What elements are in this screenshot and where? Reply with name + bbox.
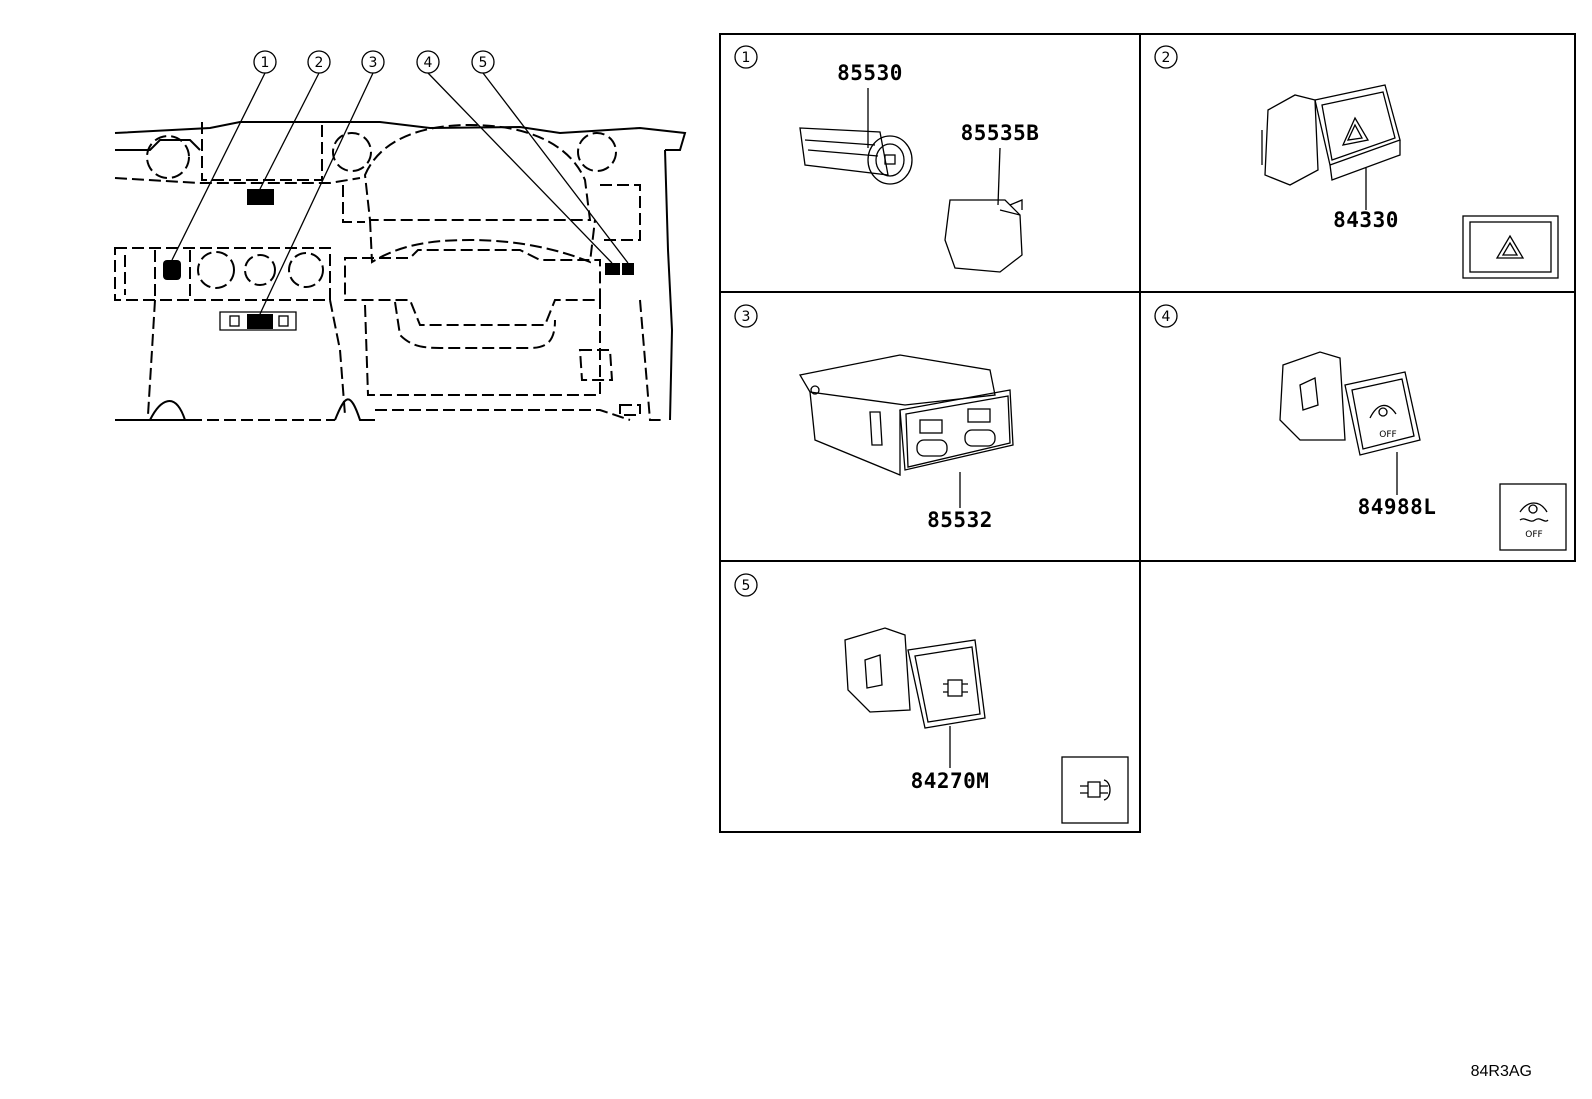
panel-1: 1 85530 85535B [734, 45, 1040, 273]
callout-5: 5 [471, 50, 495, 74]
hazard-switch-part [1261, 84, 1401, 186]
svg-text:3: 3 [369, 55, 378, 71]
part-number-84330: 84330 [1333, 208, 1399, 232]
dashboard-overview [114, 72, 687, 421]
part-number-85535b: 85535B [961, 121, 1040, 145]
part-number-85530: 85530 [837, 61, 903, 85]
svg-text:1: 1 [742, 50, 751, 66]
socket-cap-part [944, 199, 1023, 273]
panel-4: 4 OFF 84988L OFF [1154, 304, 1567, 551]
svg-text:2: 2 [315, 55, 324, 71]
hazard-triangle-icon [1462, 215, 1559, 279]
marker-3 [247, 314, 273, 329]
panel-grid [719, 33, 1576, 833]
marker-4 [605, 263, 620, 275]
diff-lock-switch-part [844, 627, 986, 729]
svg-text:3: 3 [742, 309, 751, 325]
part-number-84988l: 84988L [1358, 495, 1437, 519]
icon-off-label: OFF [1379, 430, 1396, 440]
svg-text:4: 4 [1162, 309, 1171, 325]
callout-1: 1 [253, 50, 277, 74]
svg-text:5: 5 [479, 55, 488, 71]
usb-port-part [798, 354, 1014, 476]
traction-switch-part: OFF [1279, 351, 1421, 456]
marker-2 [247, 189, 274, 205]
panel-5: 5 84270M [734, 573, 1129, 824]
callout-4: 4 [416, 50, 440, 74]
marker-5 [622, 263, 634, 275]
svg-text:4: 4 [424, 55, 433, 71]
svg-text:5: 5 [742, 578, 751, 594]
callout-2: 2 [307, 50, 331, 74]
callout-3: 3 [361, 50, 385, 74]
reference-code: 84R3AG [1471, 1063, 1532, 1080]
panel-3: 3 85532 [734, 304, 1014, 532]
panel-2: 2 84330 [1154, 45, 1559, 279]
part-number-84270m: 84270M [911, 769, 990, 793]
power-socket-part [799, 127, 913, 185]
traction-control-off-icon: OFF [1499, 483, 1567, 551]
marker-1 [163, 260, 181, 280]
part-number-85532: 85532 [927, 508, 993, 532]
icon-off-text: OFF [1525, 530, 1542, 540]
differential-lock-icon [1061, 756, 1129, 824]
svg-text:2: 2 [1162, 50, 1171, 66]
svg-text:1: 1 [261, 55, 270, 71]
